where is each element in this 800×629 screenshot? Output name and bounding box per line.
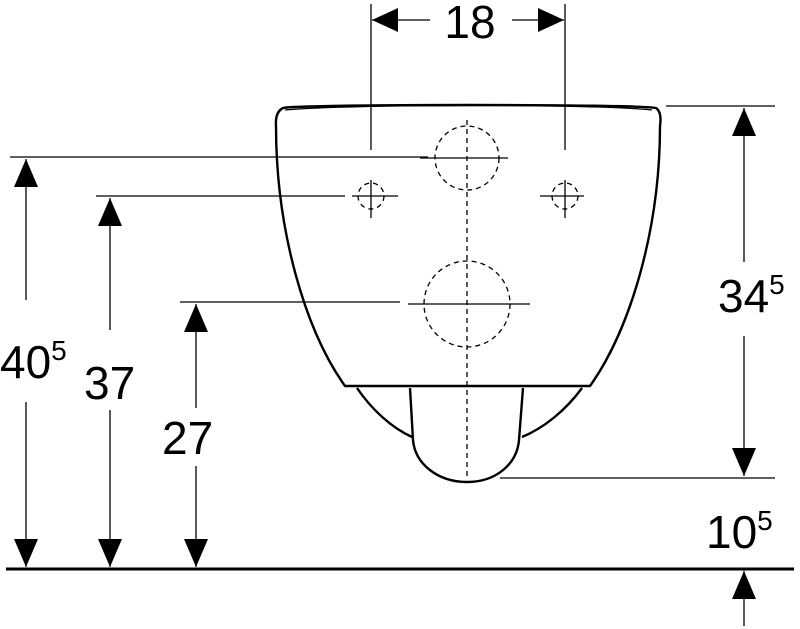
dim-height-inner — [184, 304, 208, 567]
mounting-holes — [352, 120, 584, 478]
dim-top-width — [372, 8, 564, 32]
label-height-inner-main: 27 — [162, 412, 213, 464]
label-height-right: 345 — [718, 269, 785, 322]
dim-floor-offset — [732, 571, 756, 626]
extension-lines — [10, 4, 775, 479]
trap-outlet — [408, 387, 525, 484]
foot-side-right — [521, 387, 583, 439]
dim-height-right — [732, 108, 756, 476]
label-height-mid-main: 37 — [84, 357, 135, 409]
label-height-inner: 27 — [162, 412, 213, 464]
dim-height-outer — [14, 159, 38, 567]
label-height-right-sup: 5 — [769, 269, 785, 300]
seat-top-edge — [284, 104, 653, 111]
label-height-mid: 37 — [84, 357, 135, 409]
label-top-width: 18 — [444, 0, 495, 48]
label-floor-offset: 105 — [706, 505, 773, 558]
label-top-width-main: 18 — [444, 0, 495, 48]
foot-side-left — [356, 387, 413, 439]
label-height-outer-sup: 5 — [51, 335, 67, 366]
label-height-outer: 405 — [0, 335, 67, 388]
toilet-body — [274, 103, 662, 484]
label-height-outer-main: 40 — [0, 336, 51, 388]
label-height-right-main: 34 — [718, 270, 769, 322]
label-floor-offset-sup: 5 — [757, 505, 773, 536]
dim-height-mid — [98, 198, 122, 567]
label-floor-offset-main: 10 — [706, 506, 757, 558]
bowl-outline — [274, 103, 662, 388]
